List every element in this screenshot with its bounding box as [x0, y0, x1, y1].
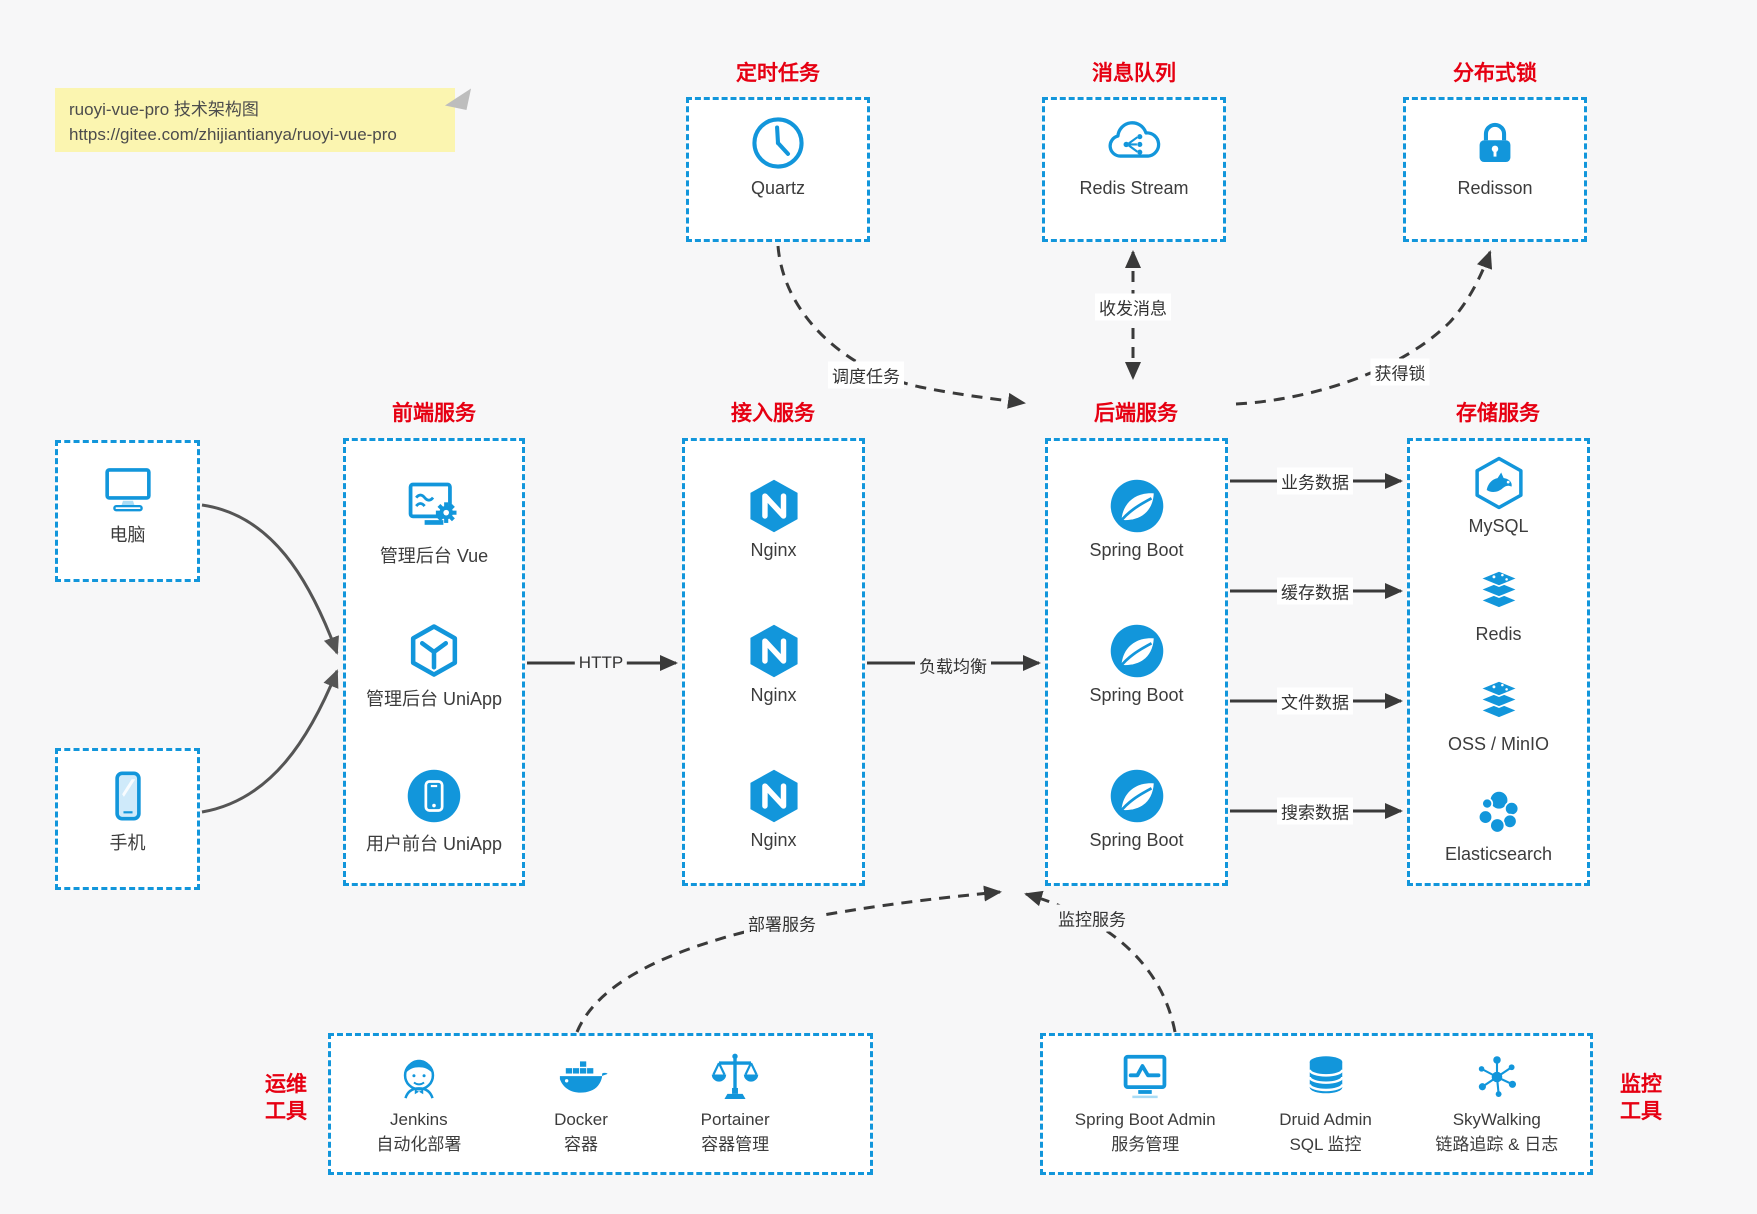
storage-item-oss-minio: OSS / MinIO: [1410, 675, 1587, 755]
tool-docker: Docker 容器: [552, 1050, 610, 1157]
desktop-icon: [99, 459, 157, 517]
redis-stream-box: Redis Stream: [1042, 97, 1226, 242]
gateway-item-nginx-1: Nginx: [685, 477, 862, 561]
lock-icon: [1466, 114, 1524, 172]
edge-label-load-balance: 负载均衡: [915, 651, 991, 679]
frontend-item-admin-uniapp: 管理后台 UniApp: [346, 622, 522, 711]
tool-spring-boot-admin: Spring Boot Admin 服务管理: [1075, 1050, 1216, 1157]
spring-boot-admin-icon: [1117, 1050, 1173, 1104]
nginx-icon: [745, 477, 803, 535]
docker-icon: [552, 1050, 610, 1104]
mobile-icon: [99, 767, 157, 825]
uniapp-cube-icon: [405, 622, 463, 680]
note-fold-corner: [444, 83, 472, 111]
redisson-box: Redisson: [1403, 97, 1587, 242]
edge-label-lock: 获得锁: [1370, 358, 1430, 386]
mysql-icon: [1471, 455, 1527, 511]
nginx-icon: [745, 622, 803, 680]
frontend-item-admin-vue: 管理后台 Vue: [346, 477, 522, 568]
gateway-item-nginx-3: Nginx: [685, 767, 862, 851]
group-title-message-queue: 消息队列: [1092, 62, 1176, 85]
edge-label-business-data: 业务数据: [1277, 467, 1353, 495]
gateway-item-nginx-2: Nginx: [685, 622, 862, 706]
edge-label-cache-data: 缓存数据: [1277, 577, 1353, 605]
quartz-label: Quartz: [750, 178, 806, 198]
note-url: https://gitee.com/zhijiantianya/ruoyi-vu…: [69, 125, 397, 144]
redisson-label: Redisson: [1457, 178, 1533, 198]
elasticsearch-icon: [1472, 785, 1526, 839]
group-title-frontend: 前端服务: [392, 402, 476, 425]
tool-skywalking: SkyWalking 链路追踪 & 日志: [1435, 1050, 1558, 1157]
edge-label-message: 收发消息: [1095, 293, 1171, 321]
group-title-gateway: 接入服务: [731, 402, 815, 425]
frontend-box: 管理后台 Vue 管理后台 UniApp 用户前台 UniApp: [343, 438, 525, 886]
edge-label-deploy: 部署服务: [744, 909, 820, 937]
storage-item-redis: Redis: [1410, 565, 1587, 645]
edge-label-file-data: 文件数据: [1277, 687, 1353, 715]
tool-jenkins: Jenkins 自动化部署: [376, 1050, 461, 1157]
backend-item-spring-2: Spring Boot: [1048, 622, 1225, 706]
gateway-box: Nginx Nginx Nginx: [682, 438, 865, 886]
ops-tools-box: Jenkins 自动化部署 Docker 容器 Portainer 容器管理: [328, 1033, 873, 1175]
skywalking-network-icon: [1471, 1050, 1523, 1104]
admin-vue-icon: [404, 477, 464, 537]
sticky-note: ruoyi-vue-pro 技术架构图 https://gitee.com/zh…: [55, 83, 472, 152]
tool-portainer: Portainer 容器管理: [701, 1050, 770, 1157]
edge-phone-to-frontend: [201, 669, 339, 814]
oss-stack-icon: [1472, 675, 1526, 729]
tool-druid-admin: Druid Admin SQL 监控: [1279, 1050, 1372, 1157]
user-app-icon: [405, 767, 463, 825]
edge-label-http: HTTP: [574, 652, 628, 674]
backend-item-spring-1: Spring Boot: [1048, 477, 1225, 561]
group-title-distributed-lock: 分布式锁: [1453, 62, 1537, 85]
frontend-item-user-uniapp: 用户前台 UniApp: [346, 767, 522, 856]
group-title-monitor-tools: 监控 工具: [1620, 1073, 1662, 1123]
edge-label-search-data: 搜索数据: [1277, 797, 1353, 825]
nginx-icon: [745, 767, 803, 825]
edge-lock: [1235, 250, 1493, 406]
spring-boot-icon: [1108, 767, 1166, 825]
note-title: ruoyi-vue-pro 技术架构图: [69, 100, 259, 119]
quartz-box: Quartz: [686, 97, 870, 242]
group-title-scheduled-jobs: 定时任务: [736, 62, 820, 85]
druid-database-icon: [1300, 1050, 1352, 1104]
edge-label-monitor: 监控服务: [1054, 904, 1130, 932]
storage-box: MySQL Redis OSS / MinIO Elasticsearch: [1407, 438, 1590, 886]
group-title-backend: 后端服务: [1094, 402, 1178, 425]
phone-label: 手机: [109, 833, 146, 853]
clock-icon: [749, 114, 807, 172]
spring-boot-icon: [1108, 477, 1166, 535]
redis-stream-label: Redis Stream: [1079, 178, 1189, 198]
phone-box: 手机: [55, 748, 200, 890]
monitor-tools-box: Spring Boot Admin 服务管理 Druid Admin SQL 监…: [1040, 1033, 1593, 1175]
storage-item-elasticsearch: Elasticsearch: [1410, 785, 1587, 865]
storage-item-mysql: MySQL: [1410, 455, 1587, 537]
backend-item-spring-3: Spring Boot: [1048, 767, 1225, 851]
group-title-ops-tools: 运维 工具: [265, 1073, 307, 1123]
redis-stack-icon: [1472, 565, 1526, 619]
edge-label-schedule: 调度任务: [828, 361, 904, 389]
spring-boot-icon: [1108, 622, 1166, 680]
jenkins-icon: [392, 1050, 446, 1104]
pc-box: 电脑: [55, 440, 200, 582]
edge-pc-to-frontend: [201, 503, 339, 655]
group-title-storage: 存储服务: [1456, 402, 1540, 425]
cloud-mq-icon: [1103, 112, 1165, 174]
pc-label: 电脑: [109, 525, 146, 545]
portainer-scales-icon: [708, 1050, 762, 1104]
backend-box: Spring Boot Spring Boot Spring Boot: [1045, 438, 1228, 886]
